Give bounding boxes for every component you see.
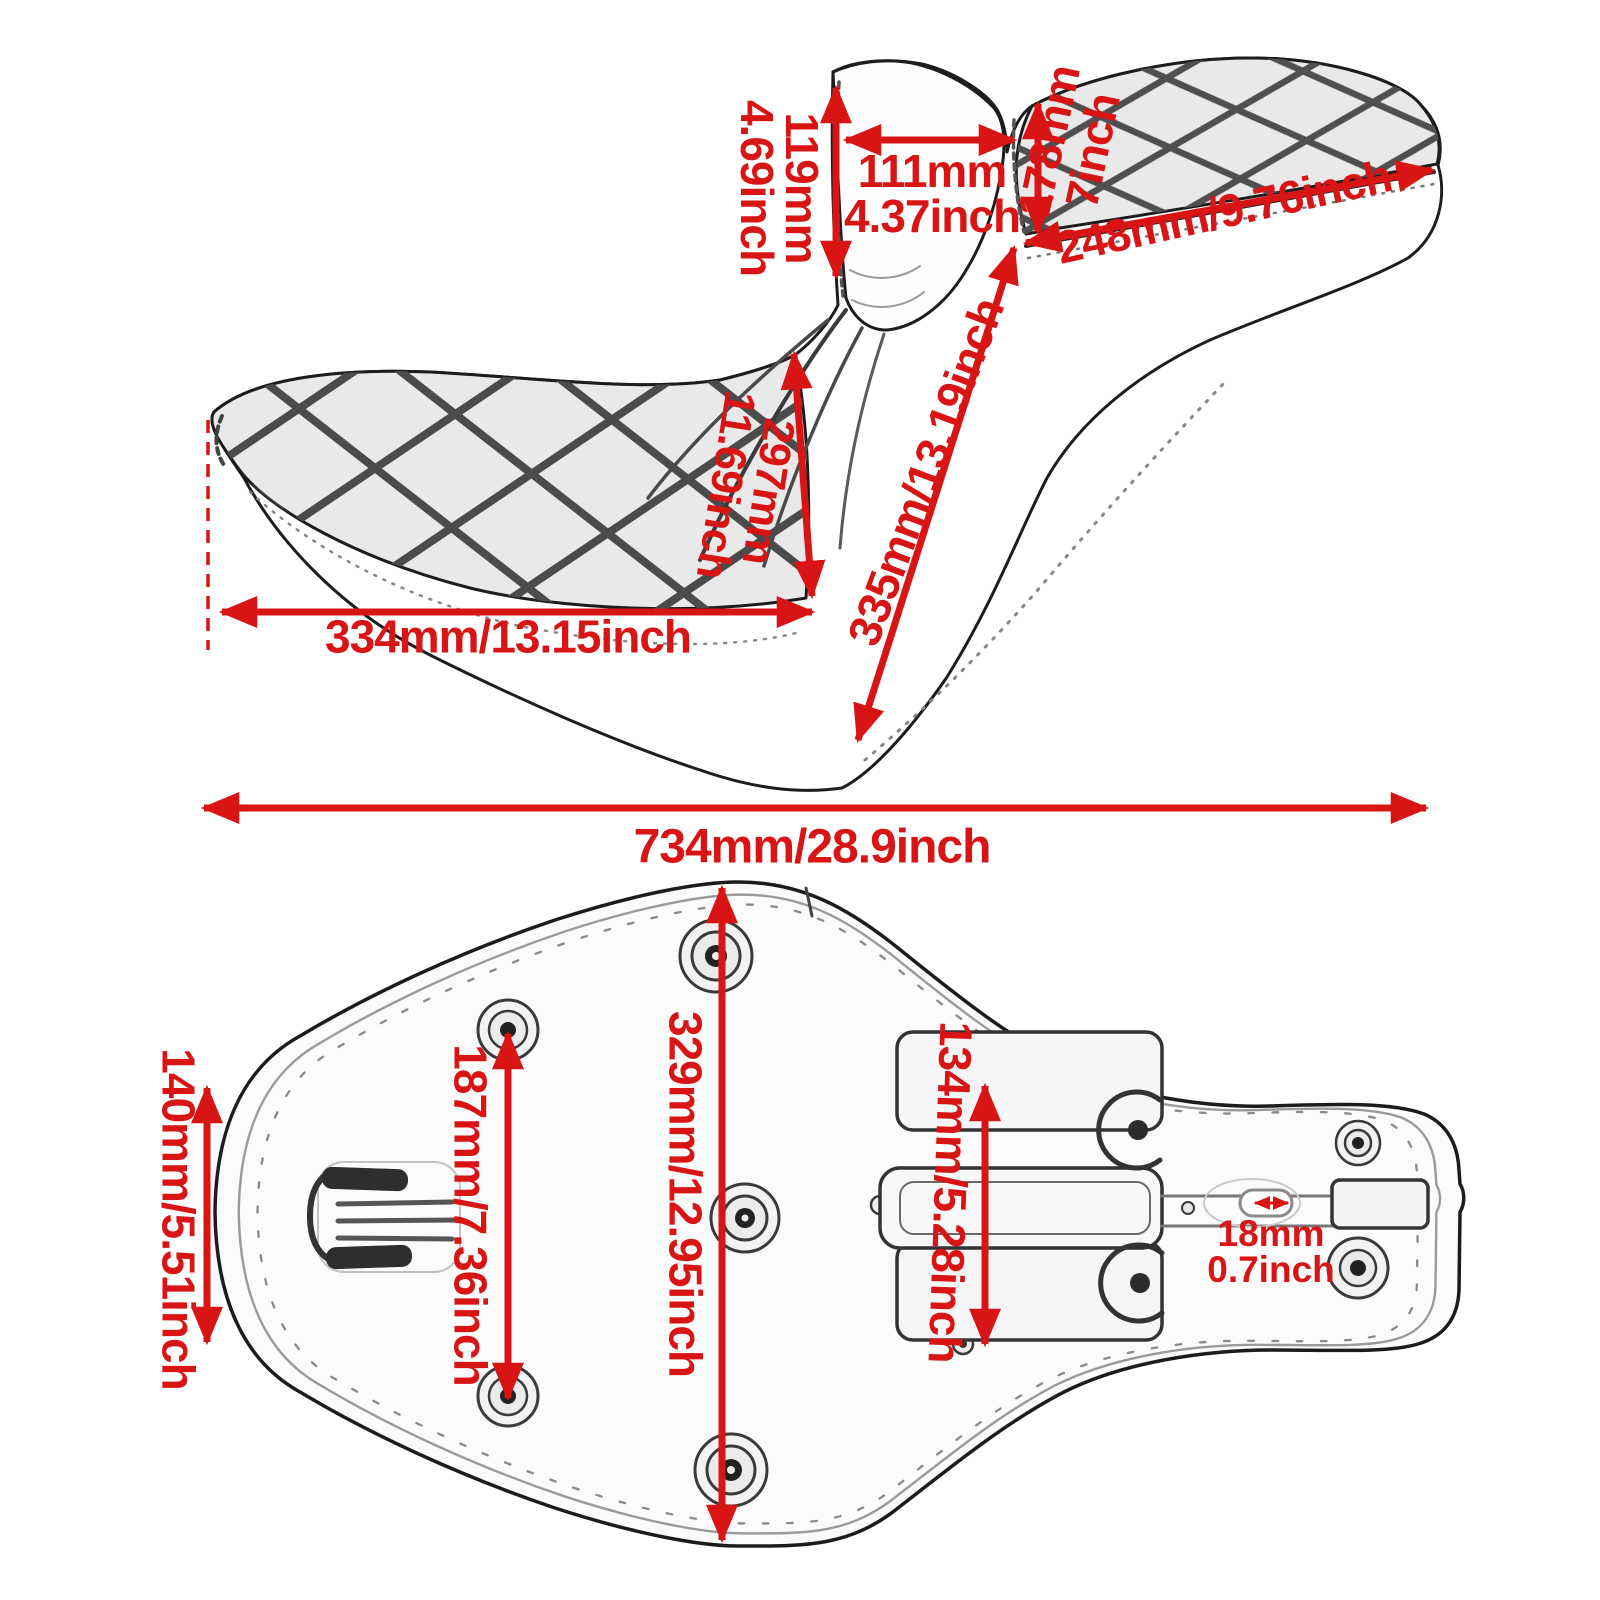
dim-label-front-width: 140mm/5.51inch (152, 1048, 205, 1390)
dim-value-inch: 4.69inch (731, 99, 783, 277)
dim-value-mm: 111mm (857, 144, 1007, 197)
dim-label-rear-bracket-spacing: 134mm/5.28inch (918, 1020, 983, 1364)
dim-label-front-backrest-top-width: 111mm 4.37inch (843, 144, 1021, 242)
screw-hole (693, 1432, 769, 1508)
arrow-passenger-pad-length (1022, 160, 1436, 253)
screw-hole (1334, 1119, 1382, 1167)
dim-value-mm: 18mm (1217, 1212, 1325, 1254)
screw-hole (1326, 1236, 1390, 1300)
arrow-mid-section-length (853, 244, 1019, 744)
driver-pad (210, 353, 811, 611)
rear-bracket-assembly (878, 1030, 1430, 1342)
vent-grille (307, 1161, 461, 1273)
dim-label-pan-length: 329mm/12.95inch (659, 1010, 712, 1378)
dim-value-mm: 119mm (776, 112, 829, 264)
dim-label-front-bolt-spacing: 187mm/7.36inch (444, 1044, 497, 1386)
dim-value-inch: 4.37inch (843, 190, 1021, 242)
dim-label-front-backrest-height: 119mm 4.69inch (731, 99, 829, 277)
screw-hole (678, 918, 754, 994)
dimension-arrows (190, 84, 1436, 1544)
dim-label-overall-length: 734mm/28.9inch (633, 820, 992, 874)
arrow-driver-seat-depth (780, 350, 826, 600)
bottom-view-drawing (213, 880, 1466, 1548)
screw-hole (1181, 1201, 1195, 1215)
dim-label-driver-pad-length: 334mm/13.15inch (324, 610, 692, 663)
dim-label-slot-width: 18mm 0.7inch (1207, 1212, 1335, 1290)
dim-value-inch: 0.7inch (1207, 1249, 1335, 1290)
